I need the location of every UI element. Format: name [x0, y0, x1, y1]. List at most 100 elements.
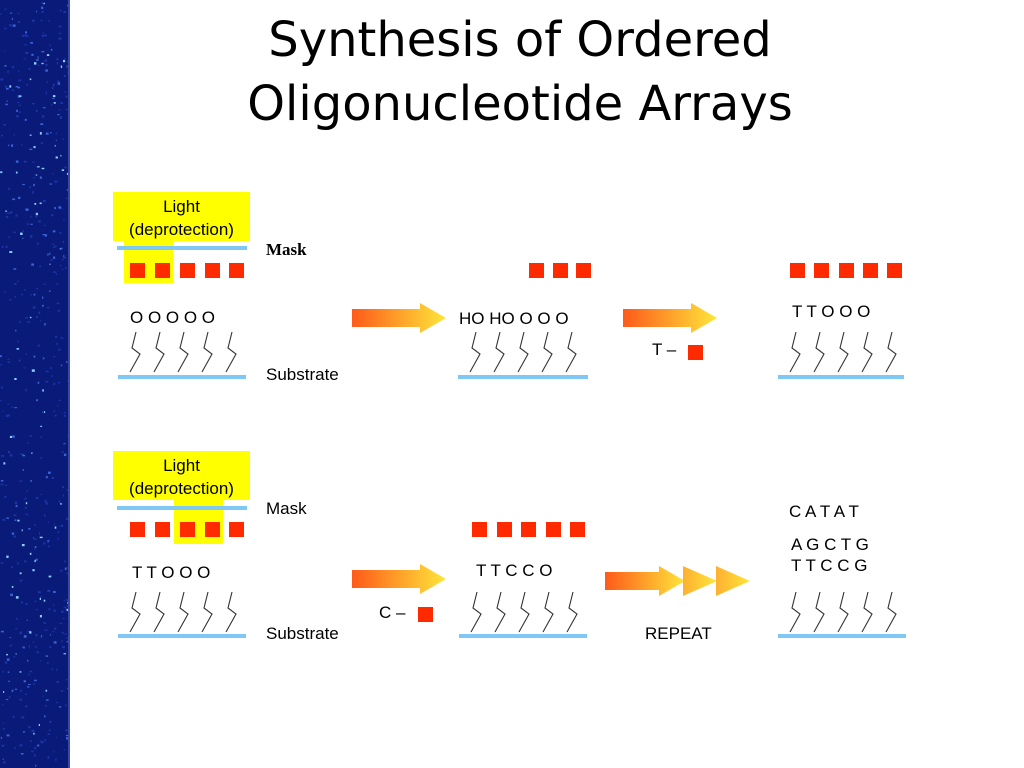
- sidebar-speck: [52, 83, 55, 87]
- sidebar-speck: [54, 145, 56, 147]
- sidebar-speck: [24, 497, 27, 500]
- substrate-label-bottom: Substrate: [266, 624, 339, 643]
- sidebar-speck: [41, 2, 45, 4]
- sidebar-speck: [40, 425, 43, 427]
- sidebar-speck: [66, 640, 68, 643]
- sidebar-speck: [53, 382, 56, 385]
- mask-line-top: [117, 246, 247, 250]
- sidebar-speck: [66, 489, 68, 491]
- sidebar-speck: [9, 12, 13, 14]
- sidebar-speck: [28, 68, 31, 70]
- sidebar-speck: [22, 230, 24, 232]
- sidebar-speck: [41, 306, 43, 308]
- title-line-2: Oligonucleotide Arrays: [247, 76, 793, 132]
- sidebar-speck: [34, 679, 37, 682]
- sidebar-speck: [45, 689, 48, 692]
- sidebar-speck: [4, 496, 7, 498]
- sidebar-speck: [64, 267, 67, 269]
- sidebar-speck: [53, 523, 55, 526]
- protect-square: [180, 263, 195, 278]
- sidebar-speck: [42, 411, 44, 414]
- oligo-strand: [518, 591, 530, 633]
- protect-square: [546, 522, 561, 537]
- sidebar-speck: [53, 751, 55, 753]
- sidebar-speck: [57, 537, 59, 540]
- sidebar-speck: [4, 65, 7, 67]
- sidebar-speck: [29, 552, 32, 555]
- oligo-strands: [129, 331, 237, 373]
- sidebar-speck: [29, 78, 32, 81]
- protect-square: [155, 263, 170, 278]
- sidebar-speck: [19, 631, 23, 634]
- repeat-chevron: [716, 566, 750, 596]
- light-highlight-top: [113, 192, 250, 241]
- protect-square: [529, 263, 544, 278]
- sidebar-speck: [3, 123, 6, 126]
- sidebar-speck: [41, 115, 45, 118]
- sidebar-speck: [21, 544, 25, 547]
- sidebar-speck: [20, 689, 22, 692]
- sidebar-speck: [24, 44, 27, 46]
- oligo-strand: [129, 591, 141, 633]
- sidebar-speck: [27, 321, 31, 323]
- process-arrow: [352, 564, 446, 594]
- sidebar-speck: [46, 81, 48, 84]
- sidebar-speck: [63, 606, 67, 609]
- sidebar-speck: [59, 706, 62, 708]
- sidebar-speck: [57, 114, 60, 116]
- sidebar-speck: [63, 599, 65, 602]
- sidebar-speck: [34, 538, 37, 540]
- substrate-line: [778, 375, 904, 379]
- sidebar-speck: [22, 183, 25, 186]
- sidebar-speck: [0, 171, 3, 174]
- sidebar-speck: [0, 13, 2, 15]
- sidebar-speck: [57, 82, 60, 85]
- sidebar-speck: [66, 65, 68, 68]
- sidebar-speck: [29, 316, 32, 319]
- sidebar-speck: [15, 86, 19, 88]
- sidebar-speck: [42, 199, 46, 203]
- sidebar-speck: [39, 597, 41, 600]
- sidebar-speck: [56, 680, 59, 683]
- sidebar-speck: [45, 380, 49, 383]
- sidebar-speck: [17, 519, 20, 522]
- protect-square: [497, 522, 512, 537]
- sidebar-speck: [63, 414, 66, 417]
- sidebar-speck: [25, 389, 27, 392]
- sidebar-speck: [51, 214, 54, 217]
- sidebar-speck: [44, 739, 47, 741]
- sidebar-speck: [50, 367, 52, 369]
- oligo-strand: [837, 331, 849, 373]
- sidebar-speck: [57, 80, 60, 83]
- sidebar-speck: [6, 658, 10, 661]
- sidebar-speck: [35, 215, 38, 218]
- sidebar-speck: [64, 166, 67, 169]
- sidebar-speck: [17, 21, 21, 24]
- sidebar-speck: [53, 590, 56, 593]
- sidebar-speck: [17, 102, 20, 104]
- sidebar-speck: [44, 500, 47, 503]
- protect-square: [130, 263, 145, 278]
- sidebar-speck: [2, 410, 4, 412]
- sidebar-speck: [2, 519, 5, 521]
- sidebar-speck: [43, 622, 46, 624]
- sidebar-speck: [41, 34, 45, 37]
- sidebar-speck: [56, 736, 58, 739]
- sidebar-speck: [65, 704, 67, 707]
- sidebar-speck: [60, 503, 62, 505]
- substrate-line: [458, 375, 588, 379]
- sidebar-speck: [4, 8, 7, 10]
- sidebar-speck: [24, 118, 27, 121]
- sidebar-speck: [54, 414, 57, 417]
- light-label-top: Light (deprotection): [113, 195, 250, 241]
- sidebar-speck: [47, 545, 50, 548]
- sidebar-speck: [31, 750, 34, 753]
- sidebar-speck: [7, 70, 9, 73]
- sidebar-speck: [28, 673, 30, 676]
- sidebar-speck: [36, 316, 38, 318]
- sidebar-speck: [43, 224, 46, 226]
- sidebar-speck: [29, 134, 32, 136]
- sidebar-speck: [23, 731, 25, 733]
- final-sequence-line3: T T C C G: [791, 556, 868, 575]
- sidebar-speck: [6, 517, 9, 519]
